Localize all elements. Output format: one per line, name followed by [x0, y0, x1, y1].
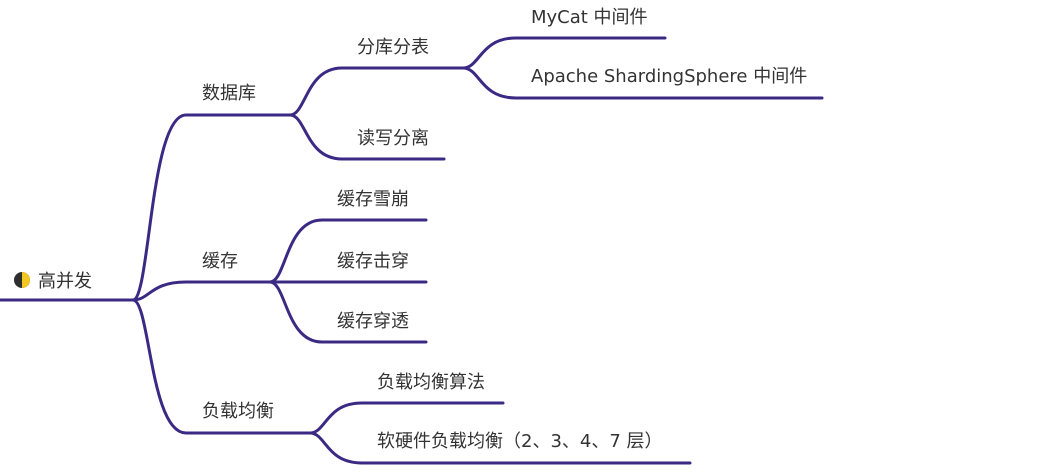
connector-lb-algorithm	[308, 401, 505, 435]
branch-cache-label[interactable]: 缓存	[202, 251, 238, 272]
connector-database-read-write	[288, 113, 446, 161]
node-cache-breakdown-label[interactable]: 缓存击穿	[337, 251, 409, 272]
root-node[interactable]: 高并发	[14, 271, 92, 292]
connector-sharding-shardingsphere	[461, 66, 824, 100]
connector-lines	[0, 36, 824, 465]
node-lb-software-hardware-label[interactable]: 软硬件负载均衡（2、3、4、7 层）	[377, 431, 663, 452]
node-shardingsphere-label[interactable]: Apache ShardingSphere 中间件	[531, 66, 807, 87]
branch-load-balancing-label[interactable]: 负载均衡	[202, 401, 274, 422]
branch-database-label[interactable]: 数据库	[202, 83, 256, 104]
node-cache-penetration-label[interactable]: 缓存穿透	[337, 311, 409, 332]
half-moon-icon	[14, 272, 30, 288]
connector-root-database	[131, 113, 292, 302]
connector-sharding-mycat	[461, 36, 667, 70]
node-read-write-split-label[interactable]: 读写分离	[357, 128, 429, 149]
connector-root-cache	[131, 280, 272, 302]
root-label: 高并发	[38, 271, 92, 292]
connector-root-load-balancing	[131, 298, 312, 435]
connector-cache-avalanche	[268, 218, 428, 284]
node-mycat-label[interactable]: MyCat 中间件	[531, 7, 648, 28]
connector-cache-penetration	[268, 280, 428, 344]
connector-database-sharding	[288, 66, 465, 117]
connector-lb-software-hardware	[308, 431, 692, 465]
node-sharding-label[interactable]: 分库分表	[357, 37, 429, 58]
node-cache-avalanche-label[interactable]: 缓存雪崩	[337, 189, 409, 210]
node-lb-algorithm-label[interactable]: 负载均衡算法	[377, 372, 485, 393]
